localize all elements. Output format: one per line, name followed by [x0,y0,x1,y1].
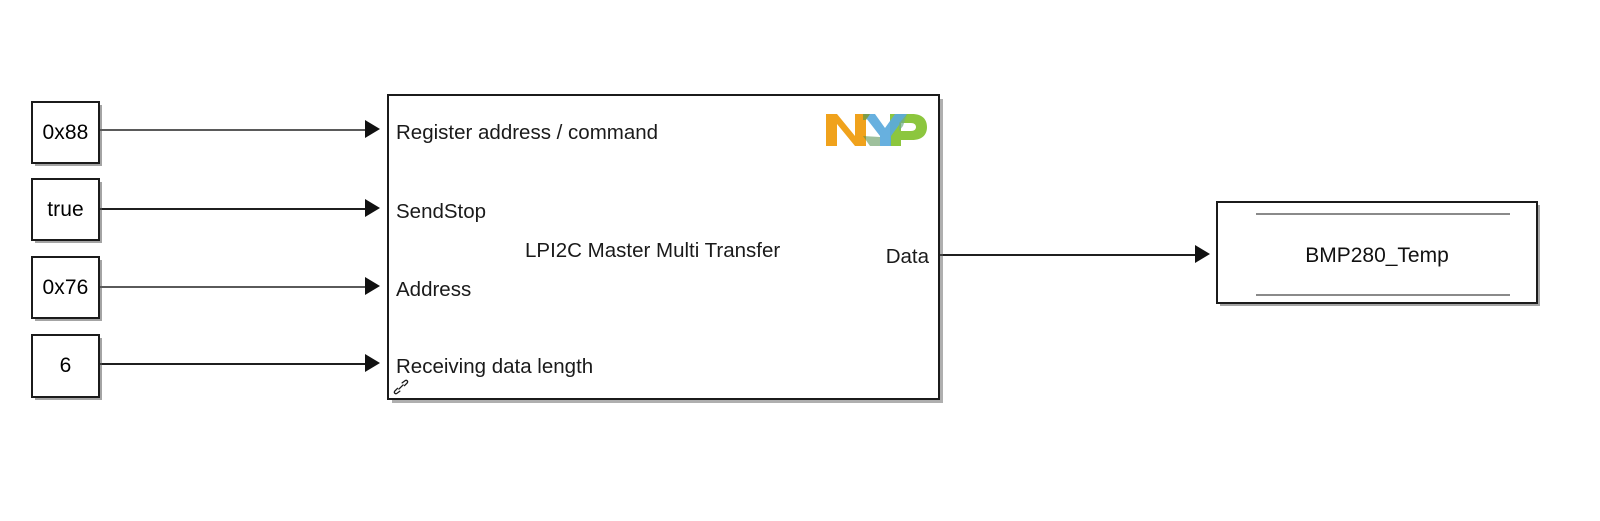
arrow-receiving-length [365,354,380,372]
lpi2c-master-multi-transfer-block[interactable]: Register address / command SendStop Addr… [387,94,940,400]
port-register-address-label: Register address / command [396,121,659,144]
port-data-label: Data [885,245,929,268]
block-title: LPI2C Master Multi Transfer [525,239,781,262]
arrow-register-address [365,120,380,138]
arrow-sendstop [365,199,380,217]
register-address-constant[interactable]: 0x88 [31,101,100,164]
data-length-constant[interactable]: 6 [31,334,100,398]
sendstop-constant-value: true [47,197,84,221]
register-address-constant-value: 0x88 [42,120,89,144]
wire-register-address[interactable] [100,129,365,131]
port-address-label: Address [396,278,472,301]
sendstop-constant[interactable]: true [31,178,100,241]
bmp280-temp-label: BMP280_Temp [1305,244,1449,267]
arrow-address [365,277,380,295]
library-link-icon[interactable] [392,378,410,396]
wire-data-output[interactable] [940,254,1195,256]
data-length-constant-value: 6 [59,354,72,377]
wire-address[interactable] [100,286,365,288]
bmp280-temp-block[interactable]: BMP280_Temp [1216,201,1538,304]
port-sendstop-label: SendStop [396,200,487,223]
arrow-data-output [1195,245,1210,263]
port-receiving-length-label: Receiving data length [396,355,594,378]
wire-receiving-length[interactable] [100,363,365,365]
address-constant-value: 0x76 [42,275,89,299]
wire-sendstop[interactable] [100,208,365,210]
sink-rule-bottom [1256,294,1510,296]
nxp-logo [826,114,927,146]
address-constant[interactable]: 0x76 [31,256,100,319]
sink-rule-top [1256,213,1510,215]
